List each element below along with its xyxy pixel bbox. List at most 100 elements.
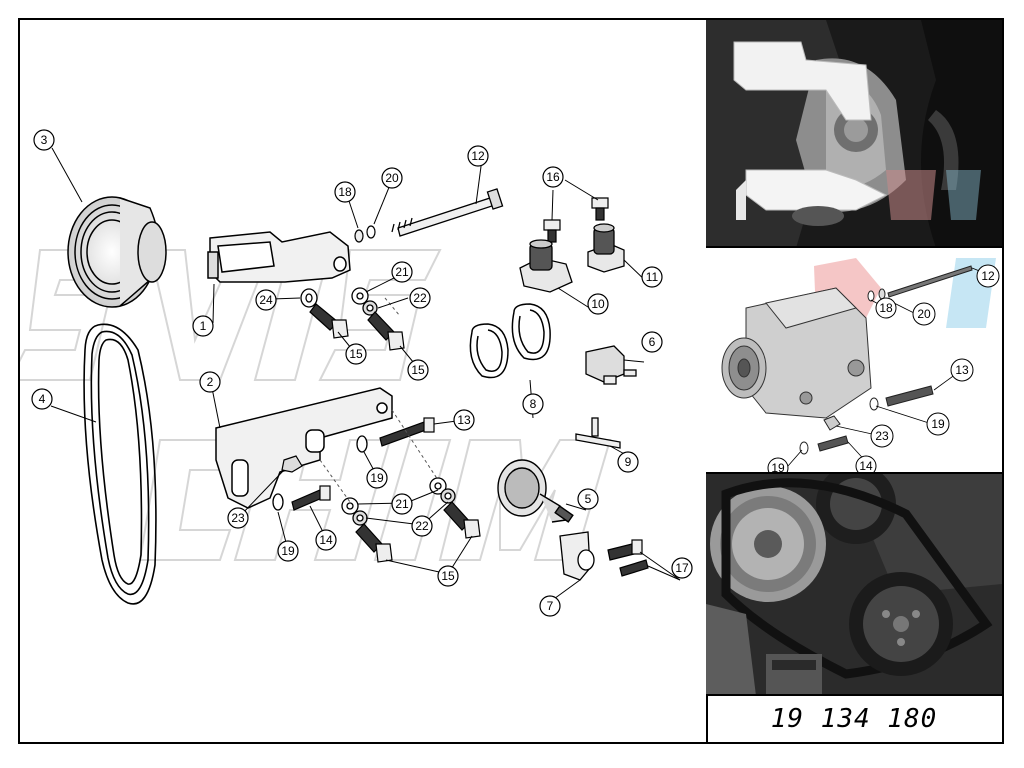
leader-lines	[50, 147, 681, 605]
svg-text:19: 19	[931, 417, 945, 431]
callout-15-lower: 15	[437, 565, 459, 587]
long-bolt-part-12	[391, 188, 504, 237]
bolt-part-15-lower-b	[443, 501, 481, 539]
photo-callout-14: 14	[855, 455, 877, 473]
parts-sheet: 3 4 1 2 18 20 12 16 11 10 6 8 9 5 7 17 2…	[8, 18, 1004, 744]
callout-21-lower: 21	[391, 493, 413, 515]
callout-23: 23	[227, 507, 249, 529]
callout-15-upper-b: 15	[407, 359, 429, 381]
callout-9: 9	[617, 451, 639, 473]
svg-text:7: 7	[547, 599, 554, 613]
washer-part-22-lower	[352, 488, 456, 526]
photo-pulley-belt	[706, 474, 1002, 696]
svg-text:14: 14	[319, 533, 333, 547]
callout-10: 10	[587, 293, 609, 315]
photo-callout-18: 18	[875, 297, 897, 319]
bolt-part-16-a	[543, 219, 561, 243]
svg-text:14: 14	[859, 459, 873, 473]
washer-part-21-lower	[341, 477, 447, 515]
svg-text:23: 23	[231, 511, 245, 525]
callout-3: 3	[33, 129, 55, 151]
svg-text:11: 11	[646, 270, 659, 284]
callout-24: 24	[255, 289, 277, 311]
spacer-part-10	[519, 239, 573, 293]
svg-text:19: 19	[370, 471, 384, 485]
diagram-canvas: 3 4 1 2 18 20 12 16 11 10 6 8 9 5 7 17 2…	[8, 129, 693, 617]
svg-text:23: 23	[875, 429, 889, 443]
guide-lines	[319, 297, 439, 503]
svg-text:8: 8	[530, 397, 537, 411]
svg-text:12: 12	[981, 269, 995, 283]
photo-compressor-mounting: 12 18 20 13 19 23 19 14	[706, 248, 1002, 474]
callout-1: 1	[192, 315, 214, 337]
connector-part-9	[575, 417, 621, 449]
callout-19-left: 19	[277, 540, 299, 562]
callout-19-right: 19	[366, 467, 388, 489]
svg-text:3: 3	[41, 133, 48, 147]
svg-text:15: 15	[411, 363, 425, 377]
bolt-part-13	[379, 417, 435, 447]
part-number: 19 134 180	[770, 704, 938, 734]
nut-part-23	[281, 455, 303, 473]
exploded-diagram: 3 4 1 2 18 20 12 16 11 10 6 8 9 5 7 17 2…	[8, 20, 708, 742]
svg-text:2: 2	[207, 375, 214, 389]
bolt-part-16-b	[591, 197, 609, 221]
svg-text:24: 24	[259, 293, 273, 307]
photo-callout-20: 20	[912, 302, 936, 326]
washer-part-21-upper	[351, 287, 369, 305]
callout-6: 6	[641, 331, 663, 353]
washer-part-24	[300, 288, 318, 308]
svg-text:9: 9	[625, 455, 632, 469]
svg-text:12: 12	[471, 149, 485, 163]
callout-7: 7	[539, 595, 561, 617]
callout-15-upper-a: 15	[345, 343, 367, 365]
photo2-fasteners	[799, 265, 973, 455]
callout-17: 17	[671, 557, 693, 579]
photo-callout-12: 12	[976, 264, 1000, 288]
svg-text:17: 17	[675, 561, 689, 575]
washer-part-19-right	[356, 435, 368, 453]
svg-text:20: 20	[385, 171, 399, 185]
bolt-part-17	[607, 539, 649, 577]
svg-text:4: 4	[39, 392, 46, 406]
bolt-part-15-upper-b	[367, 311, 405, 351]
callout-22-upper: 22	[409, 287, 431, 309]
hose-part-8	[469, 303, 551, 379]
callouts: 3 4 1 2 18 20 12 16 11 10 6 8 9 5 7 17 2…	[31, 129, 693, 617]
svg-text:18: 18	[879, 301, 893, 315]
svg-text:21: 21	[395, 497, 409, 511]
callout-20: 20	[381, 167, 403, 189]
svg-text:6: 6	[649, 335, 656, 349]
washer-part-22-upper	[362, 300, 378, 316]
callout-16: 16	[542, 166, 564, 188]
photo-engine-brackets	[706, 20, 1002, 248]
svg-text:1: 1	[200, 319, 207, 333]
svg-text:16: 16	[546, 170, 560, 184]
spacer-part-11	[587, 223, 625, 273]
bolt-part-15-lower-a	[355, 523, 393, 563]
photo-callout-13: 13	[950, 358, 974, 382]
svg-text:10: 10	[591, 297, 605, 311]
photo-callout-23: 23	[870, 424, 894, 448]
svg-text:15: 15	[349, 347, 363, 361]
bolt-part-14	[291, 485, 331, 511]
callout-18: 18	[334, 181, 356, 203]
callout-4: 4	[31, 388, 53, 410]
callout-8: 8	[522, 393, 544, 415]
callout-5: 5	[577, 488, 599, 510]
callout-12: 12	[467, 145, 489, 167]
washer-part-20	[366, 225, 376, 239]
svg-text:19: 19	[771, 461, 785, 474]
callout-11: 11	[641, 266, 663, 288]
valve-part-6	[585, 345, 637, 385]
actuator-part-5	[497, 459, 574, 523]
bracket-part-2	[215, 387, 393, 509]
callout-2: 2	[199, 371, 221, 393]
svg-text:21: 21	[395, 265, 409, 279]
svg-text:22: 22	[413, 291, 427, 305]
callout-13: 13	[453, 409, 475, 431]
photo-callout-19-right: 19	[926, 412, 950, 436]
callout-14: 14	[315, 529, 337, 551]
svg-text:13: 13	[955, 363, 969, 377]
side-panels: 12 18 20 13 19 23 19 14	[706, 20, 1002, 742]
